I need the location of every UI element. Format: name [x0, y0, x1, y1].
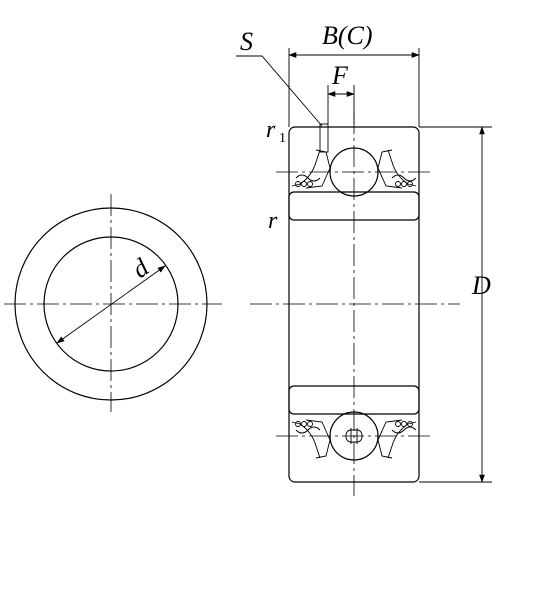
- width-label: B(C): [322, 21, 373, 50]
- front-view: d: [4, 194, 222, 412]
- upper-left-spring-1: [295, 181, 301, 187]
- lower-right-spring-1: [395, 421, 401, 427]
- lower-ball-assembly: [276, 411, 432, 461]
- seal-leader: [236, 55, 323, 127]
- lower-right-spring-3: [407, 421, 413, 427]
- upper-left-seal-lip: [295, 174, 321, 182]
- fillet-r1-subscript: 1: [279, 131, 286, 146]
- section-view: [250, 112, 460, 496]
- lower-cage-pin: [345, 429, 363, 443]
- bore-dimension-line: [56, 265, 166, 344]
- upper-right-spring-1: [395, 181, 401, 187]
- fillet-r-label: r: [268, 208, 278, 234]
- fillet-r1-label: r: [266, 117, 276, 143]
- seal-slot: [319, 123, 329, 153]
- lower-left-seal: [291, 419, 331, 459]
- bore-label: d: [126, 252, 154, 284]
- lower-left-spring-2: [301, 421, 307, 427]
- seal-label: S: [240, 27, 253, 56]
- lower-left-spring-1: [295, 421, 301, 427]
- upper-left-seal: [291, 149, 331, 189]
- lower-right-spring-2: [401, 421, 407, 427]
- upper-left-spring-3: [307, 181, 313, 187]
- upper-right-spring-2: [401, 181, 407, 187]
- upper-right-seal: [377, 149, 417, 189]
- upper-right-seal-lip: [391, 174, 417, 182]
- upper-right-spring-3: [407, 181, 413, 187]
- lower-right-seal: [377, 419, 417, 459]
- dimensions: B(C) F S D r 1 r: [236, 21, 492, 483]
- od-label: D: [471, 271, 491, 300]
- flange-label: F: [331, 61, 349, 90]
- fillet-r1-letter: r: [266, 117, 276, 143]
- lower-right-seal-lip: [391, 426, 417, 434]
- lower-left-seal-lip: [295, 426, 321, 434]
- upper-ball-assembly: [276, 147, 432, 197]
- lower-left-spring-3: [307, 421, 313, 427]
- upper-left-spring-2: [301, 181, 307, 187]
